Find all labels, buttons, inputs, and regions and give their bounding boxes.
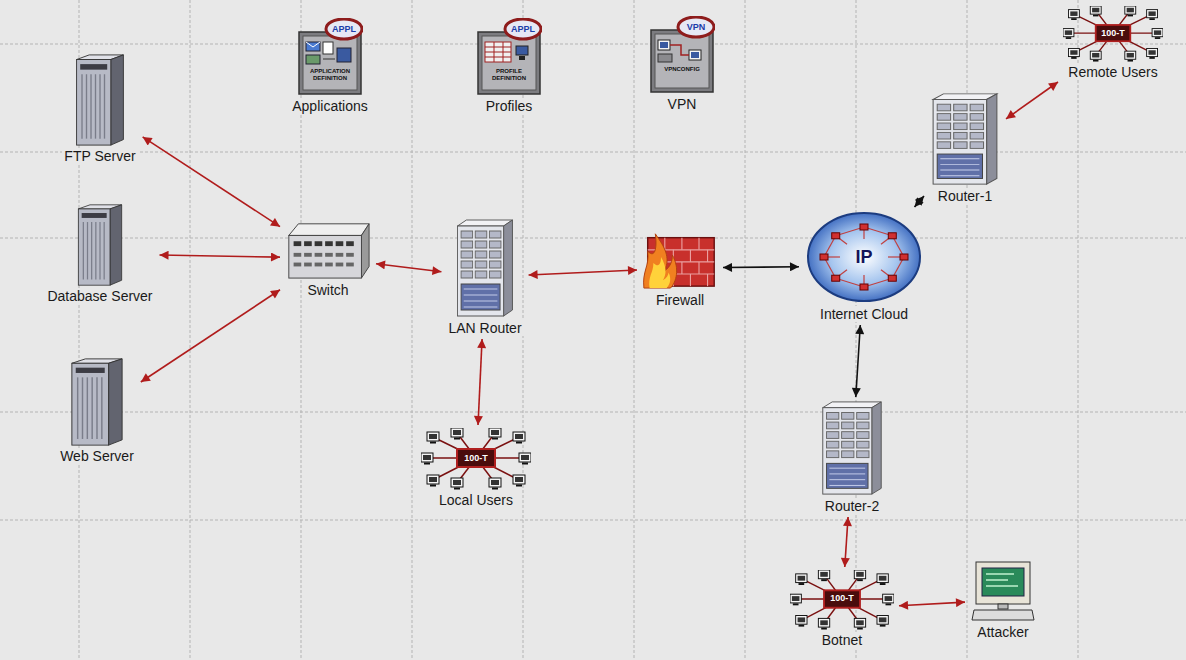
connectors — [141, 82, 1058, 606]
grid-line — [190, 0, 191, 660]
users-icon: 100-T — [421, 428, 531, 490]
protocol-label: IP — [846, 245, 882, 269]
vpn-config: VPN VPNCONFIG VPN — [647, 16, 717, 112]
grid-line — [0, 412, 1186, 413]
grid-line — [0, 152, 1186, 153]
node-label: VPN — [666, 96, 699, 112]
server-icon — [68, 358, 126, 446]
node-label: Router-2 — [823, 498, 881, 514]
router-icon — [454, 218, 516, 318]
attacker-symbol — [970, 560, 1036, 622]
attacker-workstation: Attacker — [968, 560, 1038, 640]
remote-users-lan: 100-T Remote Users — [1061, 6, 1165, 80]
network-link — [143, 137, 280, 227]
botnet-lan: 100-T Botnet — [788, 570, 896, 648]
server-symbol — [68, 358, 126, 446]
icon-caption: VPNCONFIG — [654, 66, 710, 82]
server-symbol — [75, 204, 125, 286]
network-link — [376, 264, 441, 272]
server-symbol — [73, 54, 127, 146]
ftp-server: FTP Server — [60, 54, 139, 164]
router-icon — [819, 400, 885, 496]
badge-text: VPN — [678, 21, 714, 33]
grid-line — [1078, 0, 1079, 660]
node-label: Botnet — [820, 632, 864, 648]
speed-label: 100-T — [824, 590, 860, 607]
grid-line — [412, 0, 413, 660]
firewall: Firewall — [640, 228, 720, 308]
node-label: Remote Users — [1066, 64, 1159, 80]
config-icon: VPN VPNCONFIG — [649, 16, 715, 94]
network-link — [915, 196, 925, 207]
grid-line — [634, 0, 635, 660]
badge-text: APPL — [326, 23, 362, 35]
firewall-symbol — [642, 228, 718, 290]
node-label: Database Server — [45, 288, 154, 304]
icon-caption: PROFILE DEFINITION — [481, 68, 537, 84]
node-label: Web Server — [58, 448, 136, 464]
lan-router: LAN Router — [444, 218, 525, 336]
network-link — [141, 290, 280, 382]
attacker-icon — [970, 560, 1036, 622]
switch-symbol — [285, 218, 371, 280]
network-link — [478, 339, 482, 425]
router-symbol — [819, 400, 885, 496]
node-label: Attacker — [975, 624, 1030, 640]
grid-line — [0, 520, 1186, 521]
database-server: Database Server — [43, 204, 156, 304]
cloud-icon: IP — [804, 210, 924, 304]
server-icon — [73, 54, 127, 146]
router: Router-2 — [817, 400, 887, 514]
grid-line — [0, 44, 1186, 45]
config-icon: APPL APPLICATION DEFINITION — [297, 18, 363, 96]
switch-icon — [285, 218, 371, 280]
grid-line — [745, 0, 746, 660]
users-icon: 100-T — [790, 570, 894, 630]
network-link — [899, 602, 965, 606]
users-icon: 100-T — [1063, 6, 1163, 62]
internet-cloud: IP Internet Cloud — [802, 210, 926, 322]
firewall-icon — [642, 228, 718, 290]
router-symbol — [929, 92, 1001, 186]
network-link — [529, 270, 637, 275]
router-symbol — [454, 218, 516, 318]
node-label: Profiles — [484, 98, 535, 114]
speed-label: 100-T — [457, 449, 495, 467]
network-link — [1006, 82, 1058, 119]
router: Router-1 — [927, 92, 1003, 204]
web-server: Web Server — [56, 358, 138, 464]
node-label: Applications — [290, 98, 370, 114]
node-label: Internet Cloud — [818, 306, 910, 322]
node-label: LAN Router — [446, 320, 523, 336]
network-link — [160, 255, 280, 257]
server-icon — [75, 204, 125, 286]
profile-config: APPL PROFILE DEFINITION Profiles — [474, 18, 544, 114]
node-label: FTP Server — [62, 148, 137, 164]
local-users-lan: 100-T Local Users — [419, 428, 533, 508]
node-label: Local Users — [437, 492, 515, 508]
speed-label: 100-T — [1096, 25, 1131, 41]
grid-line — [856, 0, 857, 660]
config-icon: APPL PROFILE DEFINITION — [476, 18, 542, 96]
node-label: Router-1 — [936, 188, 994, 204]
icon-caption: APPLICATION DEFINITION — [302, 68, 358, 84]
switch: Switch — [283, 218, 373, 298]
network-link — [723, 266, 799, 268]
network-link — [856, 325, 861, 397]
router-icon — [929, 92, 1001, 186]
grid-line — [0, 238, 1186, 239]
application-config: APPL APPLICATION DEFINITION Applications — [288, 18, 372, 114]
network-link — [845, 517, 848, 567]
badge-text: APPL — [505, 23, 541, 35]
node-label: Switch — [305, 282, 350, 298]
node-label: Firewall — [654, 292, 706, 308]
